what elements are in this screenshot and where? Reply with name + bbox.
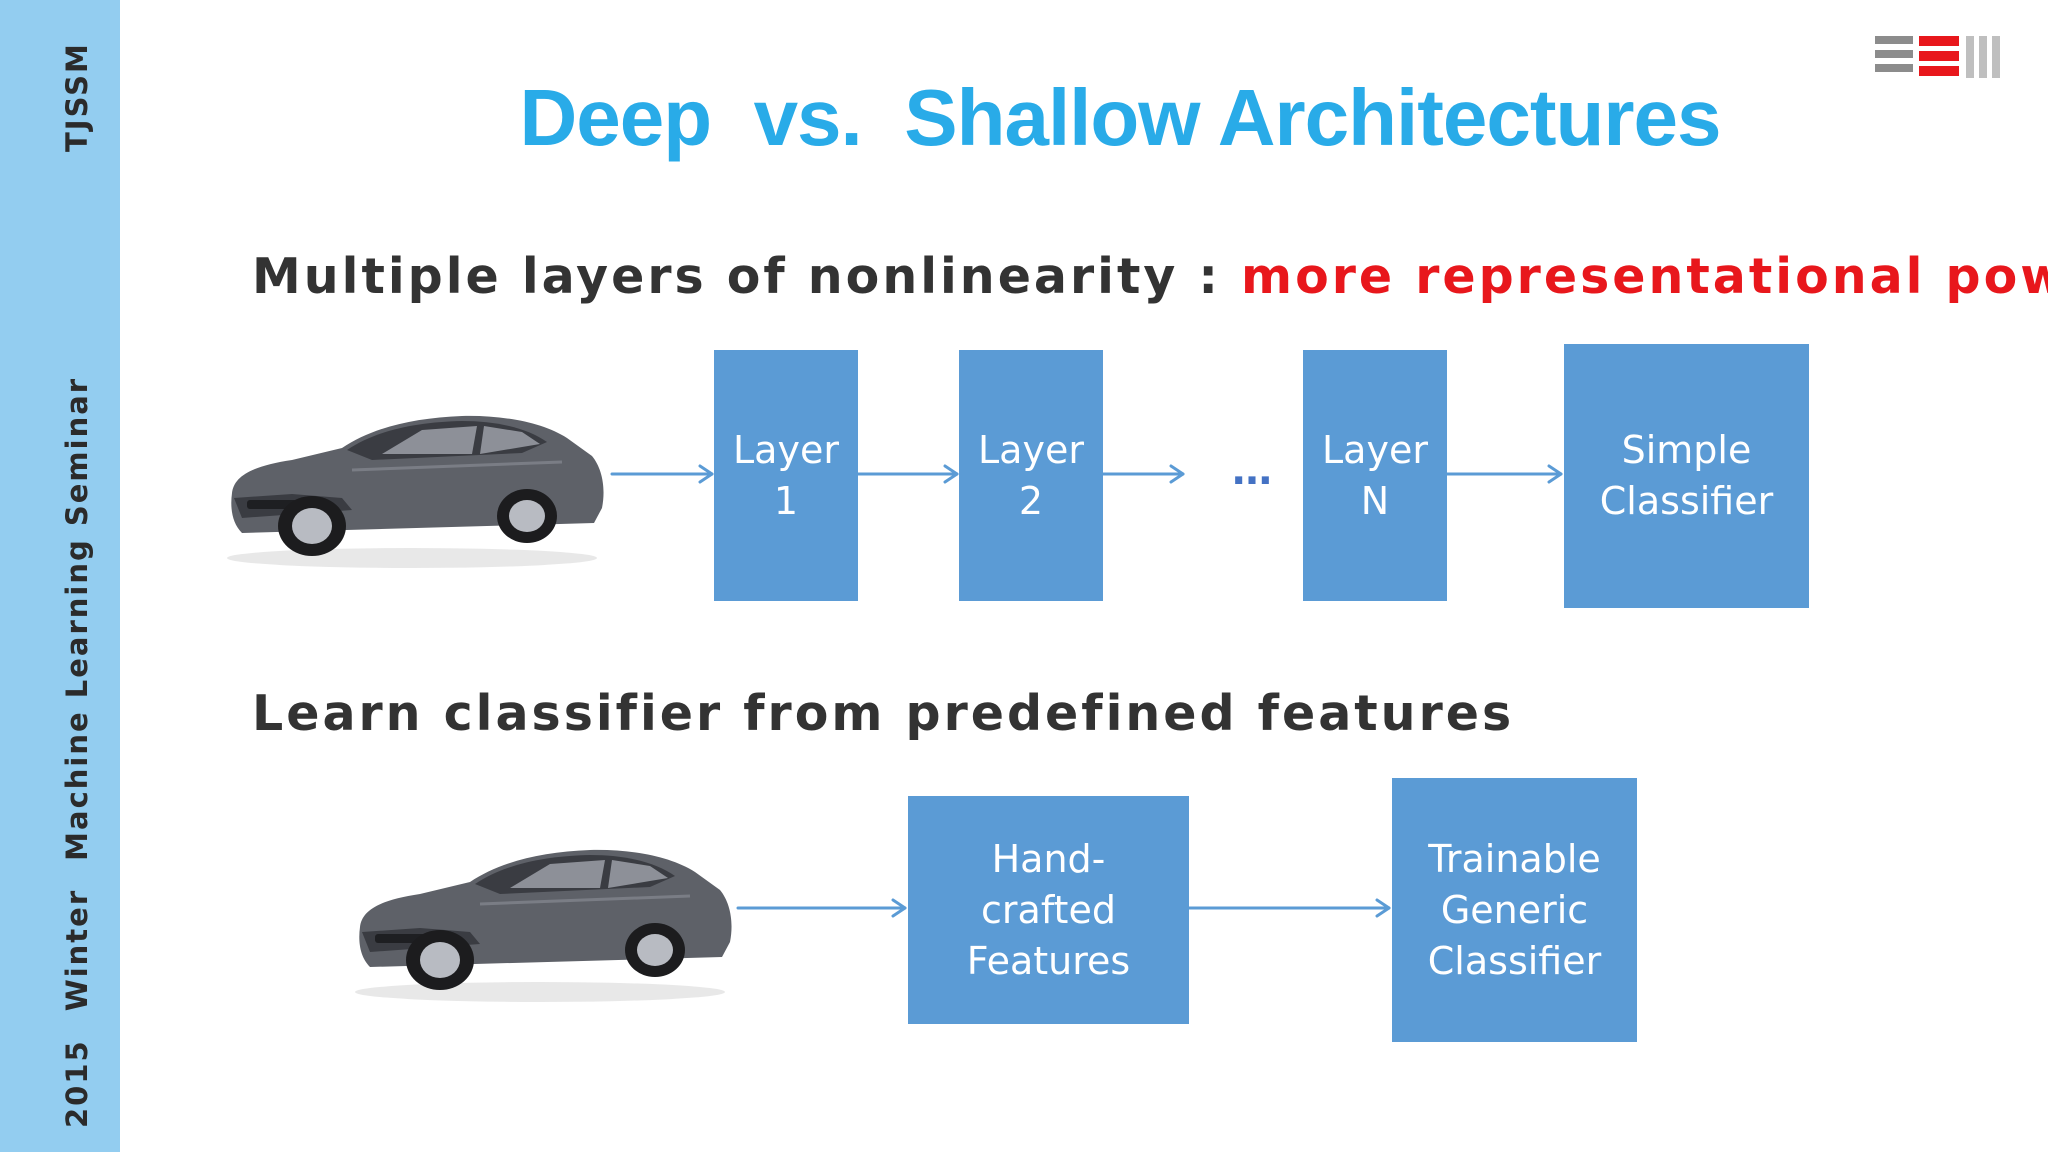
car-image <box>355 849 732 1002</box>
layer-2-box: Layer 2 <box>959 350 1103 601</box>
sidebar-org-label: TJSSM <box>60 42 94 152</box>
layer-n-box: Layer N <box>1303 350 1447 601</box>
arrow-right-icon <box>1445 464 1563 484</box>
arrow-right-icon <box>856 464 959 484</box>
arrow-right-icon <box>1187 898 1391 918</box>
handcrafted-features-box: Hand- crafted Features <box>908 796 1189 1024</box>
deep-heading-text: Multiple layers of nonlinearity : <box>252 248 1242 305</box>
ellipsis: … <box>1232 448 1272 494</box>
arrow-right-icon <box>736 898 907 918</box>
car-image <box>227 415 604 568</box>
shallow-heading: Learn classifier from predefined feature… <box>252 685 1515 742</box>
simple-classifier-box: Simple Classifier <box>1564 344 1809 608</box>
layer-1-box: Layer 1 <box>714 350 858 601</box>
bar-logo-icon <box>1875 36 2000 78</box>
sidebar-seminar-label: 2015 Winter Machine Learning Seminar <box>60 349 94 1128</box>
deep-heading: Multiple layers of nonlinearity : more r… <box>252 248 2048 305</box>
arrow-right-icon <box>1101 464 1185 484</box>
sidebar-seminar-title: Machine Learning Seminar <box>60 376 94 861</box>
sidebar-season: Winter <box>60 888 94 1012</box>
slide-title: Deep vs. Shallow Architectures <box>519 73 1721 162</box>
arrow-right-icon <box>610 464 714 484</box>
deep-heading-accent: more representational power <box>1241 248 2048 305</box>
sidebar: TJSSM 2015 Winter Machine Learning Seminar <box>0 0 120 1152</box>
sidebar-year: 2015 <box>60 1039 94 1128</box>
trainable-classifier-box: Trainable Generic Classifier <box>1392 778 1637 1042</box>
